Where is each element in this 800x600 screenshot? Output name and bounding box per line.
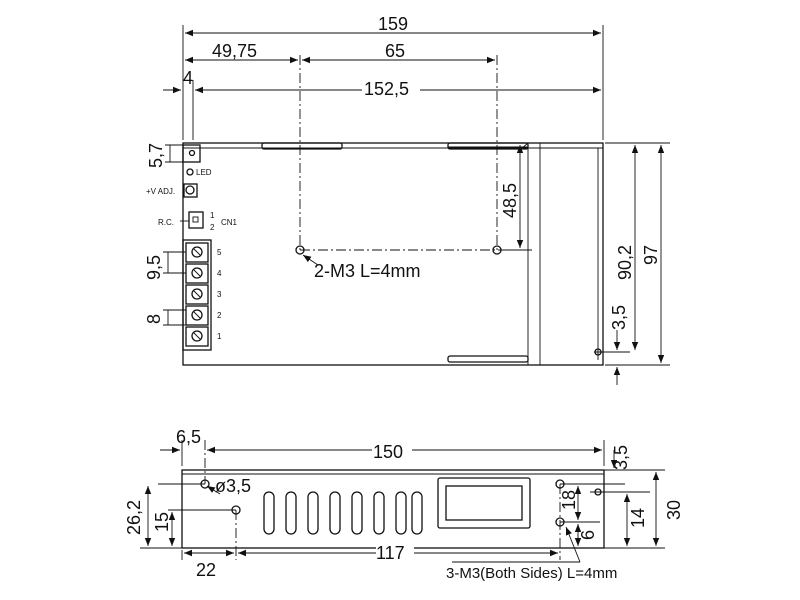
terminal-number-1: 1 [217,332,222,341]
vent-slot-8 [411,491,423,535]
terminal-block-outline [182,239,212,351]
dim-side-total-height: 30 [664,500,684,520]
vent-slot-4 [329,491,341,535]
dim-edge-gap: 4 [183,68,193,88]
terminal-2 [185,305,209,326]
side-window [437,477,531,529]
dim-side-top-offset: 3,5 [611,445,631,470]
terminal-screw-1 [191,330,203,342]
vadj-knob-inner [185,185,195,195]
side-note-leader [565,526,581,563]
dim-inner-width: 152,5 [364,79,409,99]
vent-slot-2 [285,491,297,535]
vent-slot-3 [307,491,319,535]
dim-led-offset: 5,7 [146,143,166,168]
led-icon [186,168,194,176]
dim-side-left-hole: 22 [196,560,216,580]
terminal-screw-4 [191,267,203,279]
dim-side-hole-height: 26,2 [124,500,144,535]
terminal-3 [185,284,209,305]
dim-side-left-offset: 6,5 [176,427,201,447]
dim-terminal-width: 8 [144,314,164,324]
vent-slot-1 [263,491,275,535]
hole-note-leader [302,254,319,266]
vadj-knob [183,183,198,198]
dim-side-length: 150 [373,442,403,462]
dim-hole-diameter: ø3,5 [215,476,251,496]
dim-overall-width: 159 [378,14,408,34]
rc-label: R.C. [158,218,174,227]
dim-height-inner: 90,2 [615,245,635,280]
dim-terminal-pitch: 9,5 [144,255,164,280]
cn1-label: CN1 [221,218,238,227]
cn1-pin [192,216,199,223]
led-label: LED [196,168,212,177]
vent-slot-5 [351,491,363,535]
terminal-block: 5 4 3 2 1 [182,239,222,351]
dim-foot-height: 3,5 [609,305,629,330]
diameter-leader [206,485,221,495]
led-offset-dot [188,149,196,157]
side-view: 6,5 150 3,5 26,2 15 ø3,5 22 117 18 6 [124,427,684,582]
terminal-5 [185,242,209,263]
foot-hole [594,348,602,356]
bottom-slot [447,355,529,363]
top-slot-right [447,142,529,150]
terminal-number-5: 5 [217,248,222,257]
terminal-screw-2 [191,309,203,321]
terminal-number-2: 2 [217,311,222,320]
dim-height-total: 97 [641,245,661,265]
terminal-4 [185,263,209,284]
dim-hole-height: 48,5 [500,183,520,218]
dim-side-hole-spacing: 15 [152,512,172,532]
cn1-connector [188,211,204,229]
dim-side-right-spacing: 18 [559,490,579,510]
top-holes-note: 2-M3 L=4mm [314,261,421,281]
terminal-screw-5 [191,246,203,258]
dim-side-right-height: 14 [628,508,648,528]
top-slot-left [261,142,343,150]
terminal-number-3: 3 [217,290,222,299]
side-window-inner [445,485,523,521]
vent-slot-6 [373,491,385,535]
terminal-1 [185,326,209,347]
vadj-label: +V ADJ. [146,187,175,196]
dim-hole-offset: 49,75 [212,41,257,61]
dim-hole-spacing: 65 [385,41,405,61]
top-view: LED +V ADJ. R.C. 1 2 CN1 5 [144,14,670,385]
dim-side-right-low: 6 [578,530,598,540]
led-offset-box [182,144,201,163]
cn1-pin2-label: 2 [210,223,215,232]
side-holes-note: 3-M3(Both Sides) L=4mm [446,565,617,582]
terminal-number-4: 4 [217,269,222,278]
dim-side-hole-distance: 117 [376,543,405,563]
cn1-pin1-label: 1 [210,211,215,220]
terminal-screw-3 [191,288,203,300]
vent-slot-7 [395,491,407,535]
